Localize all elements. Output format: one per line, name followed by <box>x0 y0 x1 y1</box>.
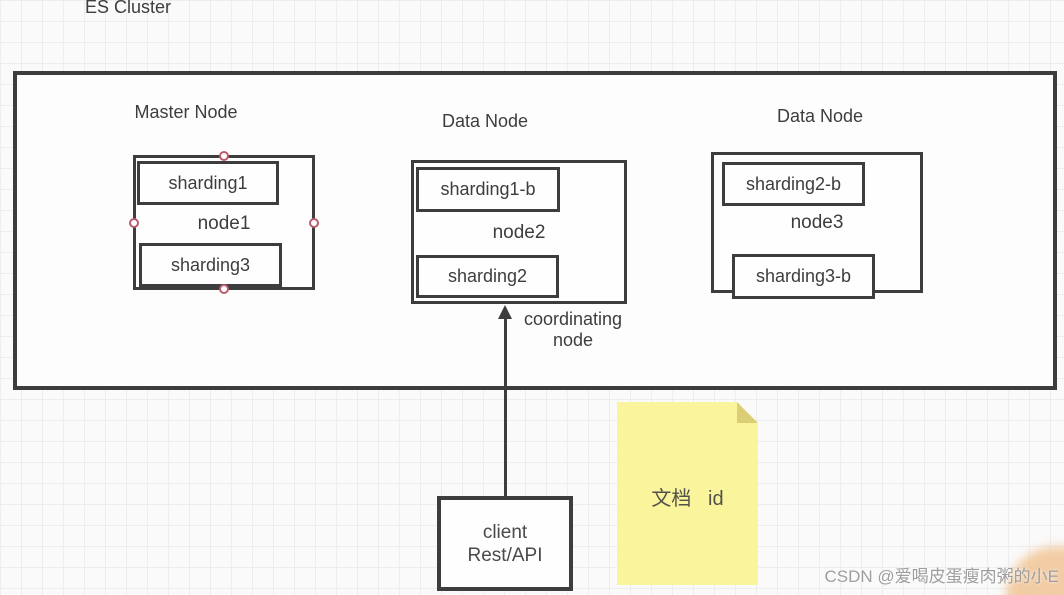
data-node3-label: Data Node <box>776 106 864 126</box>
selection-handle-top[interactable] <box>219 151 229 161</box>
node1-box[interactable]: sharding1 node1 sharding3 <box>129 151 319 294</box>
shard-sharding3[interactable]: sharding3 <box>139 243 282 287</box>
selection-handle-right[interactable] <box>309 217 319 228</box>
shard-label: sharding2 <box>447 266 528 286</box>
diagram-title: ES Cluster <box>85 0 172 17</box>
node3-box[interactable]: sharding2-b node3 sharding3-b <box>711 152 923 299</box>
coordinating-node-label: coordinating node <box>508 309 638 351</box>
shard-sharding1[interactable]: sharding1 <box>137 161 279 205</box>
node1-name: node1 <box>197 213 251 234</box>
data-node2-label: Data Node <box>441 111 529 131</box>
coordinating-line1: coordinating <box>523 309 623 329</box>
node2-box[interactable]: sharding1-b node2 sharding2 <box>411 160 627 304</box>
node3-name: node3 <box>790 212 844 233</box>
note-text: 文档 id <box>651 488 724 510</box>
shard-sharding2[interactable]: sharding2 <box>416 255 559 298</box>
client-to-node2-connector[interactable] <box>504 317 507 496</box>
note-fold-corner-icon <box>737 402 758 423</box>
shard-label: sharding2-b <box>745 173 842 194</box>
client-line1: client <box>482 521 528 543</box>
client-line2: Rest/API <box>467 544 543 566</box>
sticky-note[interactable]: 文档 id <box>617 402 758 585</box>
client-box[interactable]: client Rest/API <box>437 496 573 591</box>
watermark-text: CSDN @爱喝皮蛋瘦肉粥的小E <box>824 567 1060 586</box>
master-node-label: Master Node <box>134 102 238 122</box>
arrowhead-up-icon <box>498 305 512 319</box>
coordinating-line2: node <box>552 330 594 350</box>
shard-label: sharding1-b <box>440 179 536 199</box>
node2-name: node2 <box>492 222 546 243</box>
shard-label: sharding3 <box>170 254 251 275</box>
shard-sharding3-b[interactable]: sharding3-b <box>732 254 875 299</box>
shard-sharding2-b[interactable]: sharding2-b <box>722 162 865 206</box>
shard-label: sharding3-b <box>755 266 852 286</box>
shard-sharding1-b[interactable]: sharding1-b <box>416 167 560 212</box>
shard-label: sharding1 <box>168 172 248 193</box>
selection-handle-bottom[interactable] <box>219 284 229 294</box>
selection-handle-left[interactable] <box>129 217 139 228</box>
